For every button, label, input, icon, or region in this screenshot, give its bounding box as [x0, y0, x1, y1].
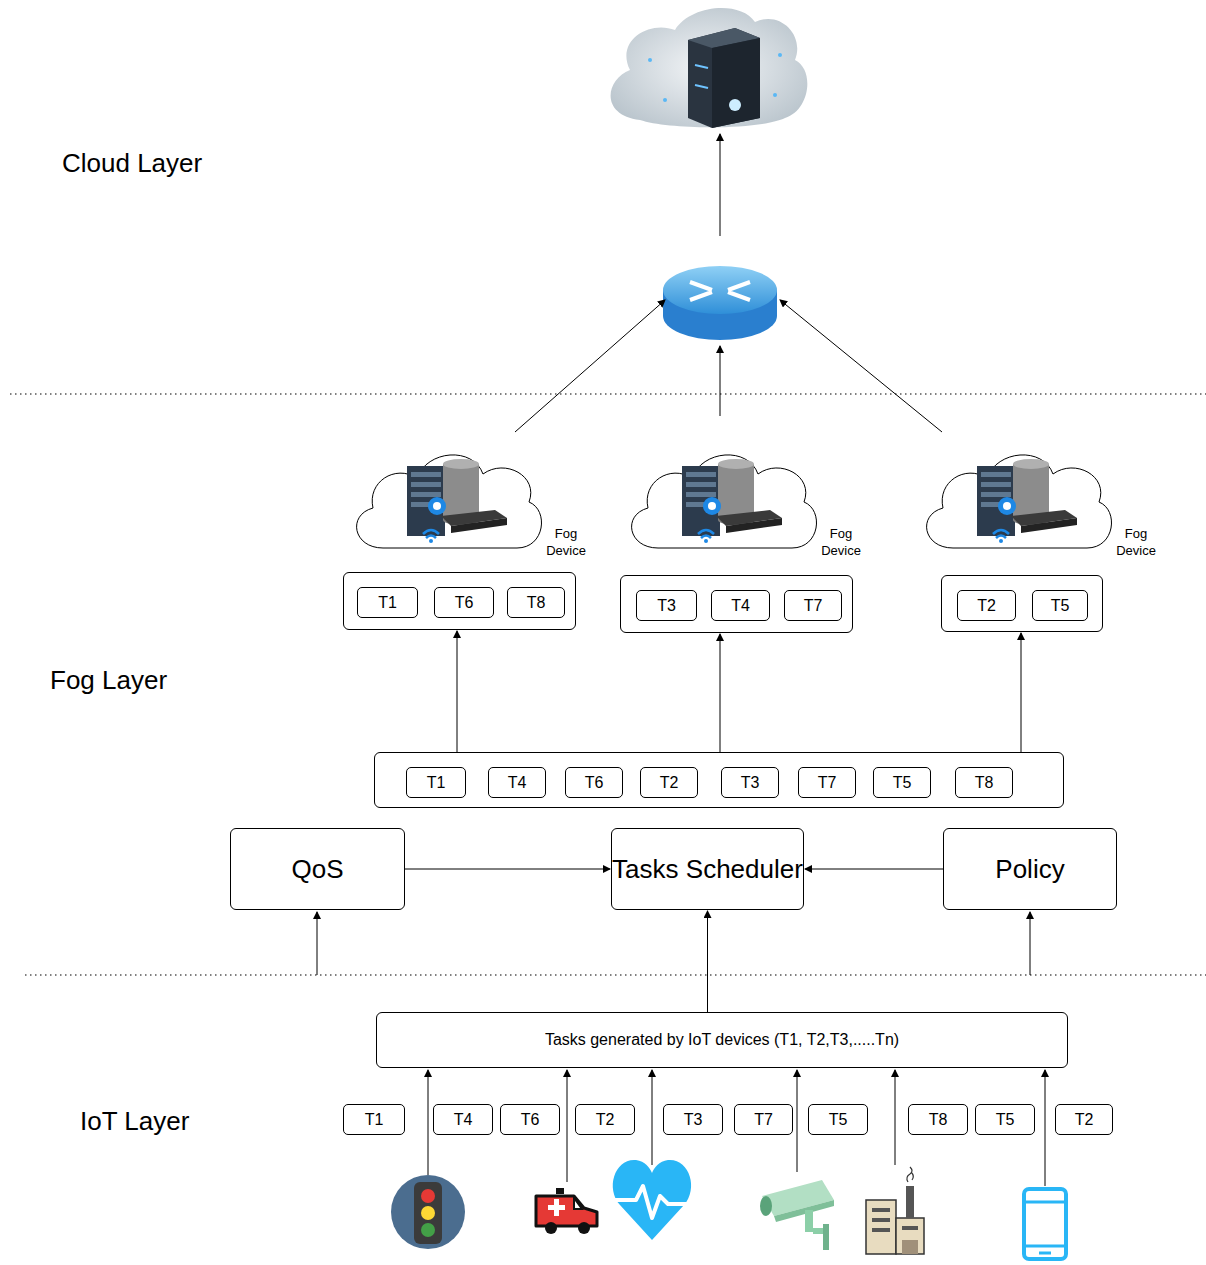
device-caption: Fog Device — [814, 526, 868, 560]
node-label: T8 — [527, 594, 546, 612]
task-box: T2 — [575, 1104, 635, 1135]
task-box: T8 — [507, 587, 565, 618]
node-label: T8 — [929, 1111, 948, 1129]
node-label: T6 — [455, 594, 474, 612]
node-label: T2 — [660, 774, 679, 792]
heart-icon — [612, 1160, 692, 1240]
fog-device: Fog Device — [345, 440, 595, 560]
task-box: T2 — [957, 590, 1016, 621]
fog-cloud-outline — [345, 440, 545, 560]
node-label: T3 — [741, 774, 760, 792]
task-box: T8 — [955, 767, 1013, 798]
task-box: T6 — [500, 1104, 560, 1135]
node-label: QoS — [291, 853, 343, 886]
task-box: T3 — [663, 1104, 723, 1135]
task-box: T3 — [636, 590, 697, 621]
arrow-connector — [720, 634, 721, 752]
arrow-connector — [707, 911, 708, 1012]
node-label: Tasks generated by IoT devices (T1, T2,T… — [545, 1031, 899, 1049]
node-label: T5 — [893, 774, 912, 792]
node-label: T2 — [596, 1111, 615, 1129]
arrow-connector — [405, 869, 610, 870]
layer-label: IoT Layer — [80, 1106, 189, 1137]
arrow-connector — [457, 631, 458, 752]
node-label: Policy — [995, 853, 1064, 886]
task-box: T2 — [1055, 1104, 1113, 1135]
traffic-light-icon — [391, 1175, 465, 1249]
task-source-box: Tasks generated by IoT devices (T1, T2,T… — [376, 1012, 1068, 1068]
node-label: T8 — [975, 774, 994, 792]
task-box: T4 — [711, 590, 770, 621]
node-label: T2 — [1075, 1111, 1094, 1129]
component-box: Tasks Scheduler — [611, 828, 804, 910]
task-box: T1 — [357, 587, 418, 618]
camera-icon — [760, 1180, 834, 1250]
node-label: T4 — [731, 597, 750, 615]
fog-device: Fog Device — [620, 440, 870, 560]
node-label: T6 — [521, 1111, 540, 1129]
task-box: T8 — [908, 1104, 968, 1135]
task-queue: T1 T4 T6 T2 T3 T7 T5 T8 — [374, 752, 1064, 808]
device-caption: Fog Device — [539, 526, 593, 560]
fog-device: Fog Device — [915, 440, 1165, 560]
task-box: T4 — [433, 1104, 493, 1135]
node-label: T1 — [365, 1111, 384, 1129]
node-label: T3 — [684, 1111, 703, 1129]
phone-icon — [1024, 1189, 1066, 1259]
node-label: Tasks Scheduler — [612, 853, 803, 886]
node-label: T1 — [427, 774, 446, 792]
node-label: T6 — [585, 774, 604, 792]
node-label: T5 — [996, 1111, 1015, 1129]
task-box: T5 — [808, 1104, 868, 1135]
node-label: T4 — [508, 774, 527, 792]
task-box: T1 — [406, 767, 466, 798]
node-label: T5 — [829, 1111, 848, 1129]
fog-cloud-outline — [620, 440, 820, 560]
node-label: T7 — [804, 597, 823, 615]
node-label: T4 — [454, 1111, 473, 1129]
fog-cloud-outline — [915, 440, 1115, 560]
task-queue: T3 T4 T7 — [620, 575, 853, 633]
component-box: Policy — [943, 828, 1117, 910]
layer-label: Cloud Layer — [62, 148, 202, 179]
task-box: T6 — [434, 587, 494, 618]
task-box: T6 — [565, 767, 623, 798]
task-box: T3 — [721, 767, 779, 798]
task-box: T5 — [975, 1104, 1035, 1135]
node-label: T3 — [657, 597, 676, 615]
router-icon — [663, 266, 777, 340]
layer-label: Fog Layer — [50, 665, 167, 696]
task-box: T7 — [734, 1104, 793, 1135]
task-box: T4 — [488, 767, 546, 798]
task-box: T5 — [1032, 590, 1088, 621]
ambulance-icon — [536, 1188, 597, 1234]
cloud-server — [611, 8, 808, 128]
task-box: T2 — [640, 767, 698, 798]
node-label: T7 — [818, 774, 837, 792]
node-label: T7 — [754, 1111, 773, 1129]
task-queue: T1 T6 T8 — [343, 572, 576, 630]
task-box: T1 — [343, 1104, 405, 1135]
node-label: T5 — [1051, 597, 1070, 615]
node-label: T2 — [977, 597, 996, 615]
task-queue: T2 T5 — [941, 575, 1103, 632]
device-caption: Fog Device — [1109, 526, 1163, 560]
arrow-connector — [1021, 633, 1022, 752]
task-box: T7 — [798, 767, 856, 798]
task-box: T5 — [873, 767, 931, 798]
component-box: QoS — [230, 828, 405, 910]
factory-icon — [866, 1167, 924, 1254]
arrow-connector — [805, 869, 943, 870]
node-label: T1 — [378, 594, 397, 612]
task-box: T7 — [784, 590, 842, 621]
